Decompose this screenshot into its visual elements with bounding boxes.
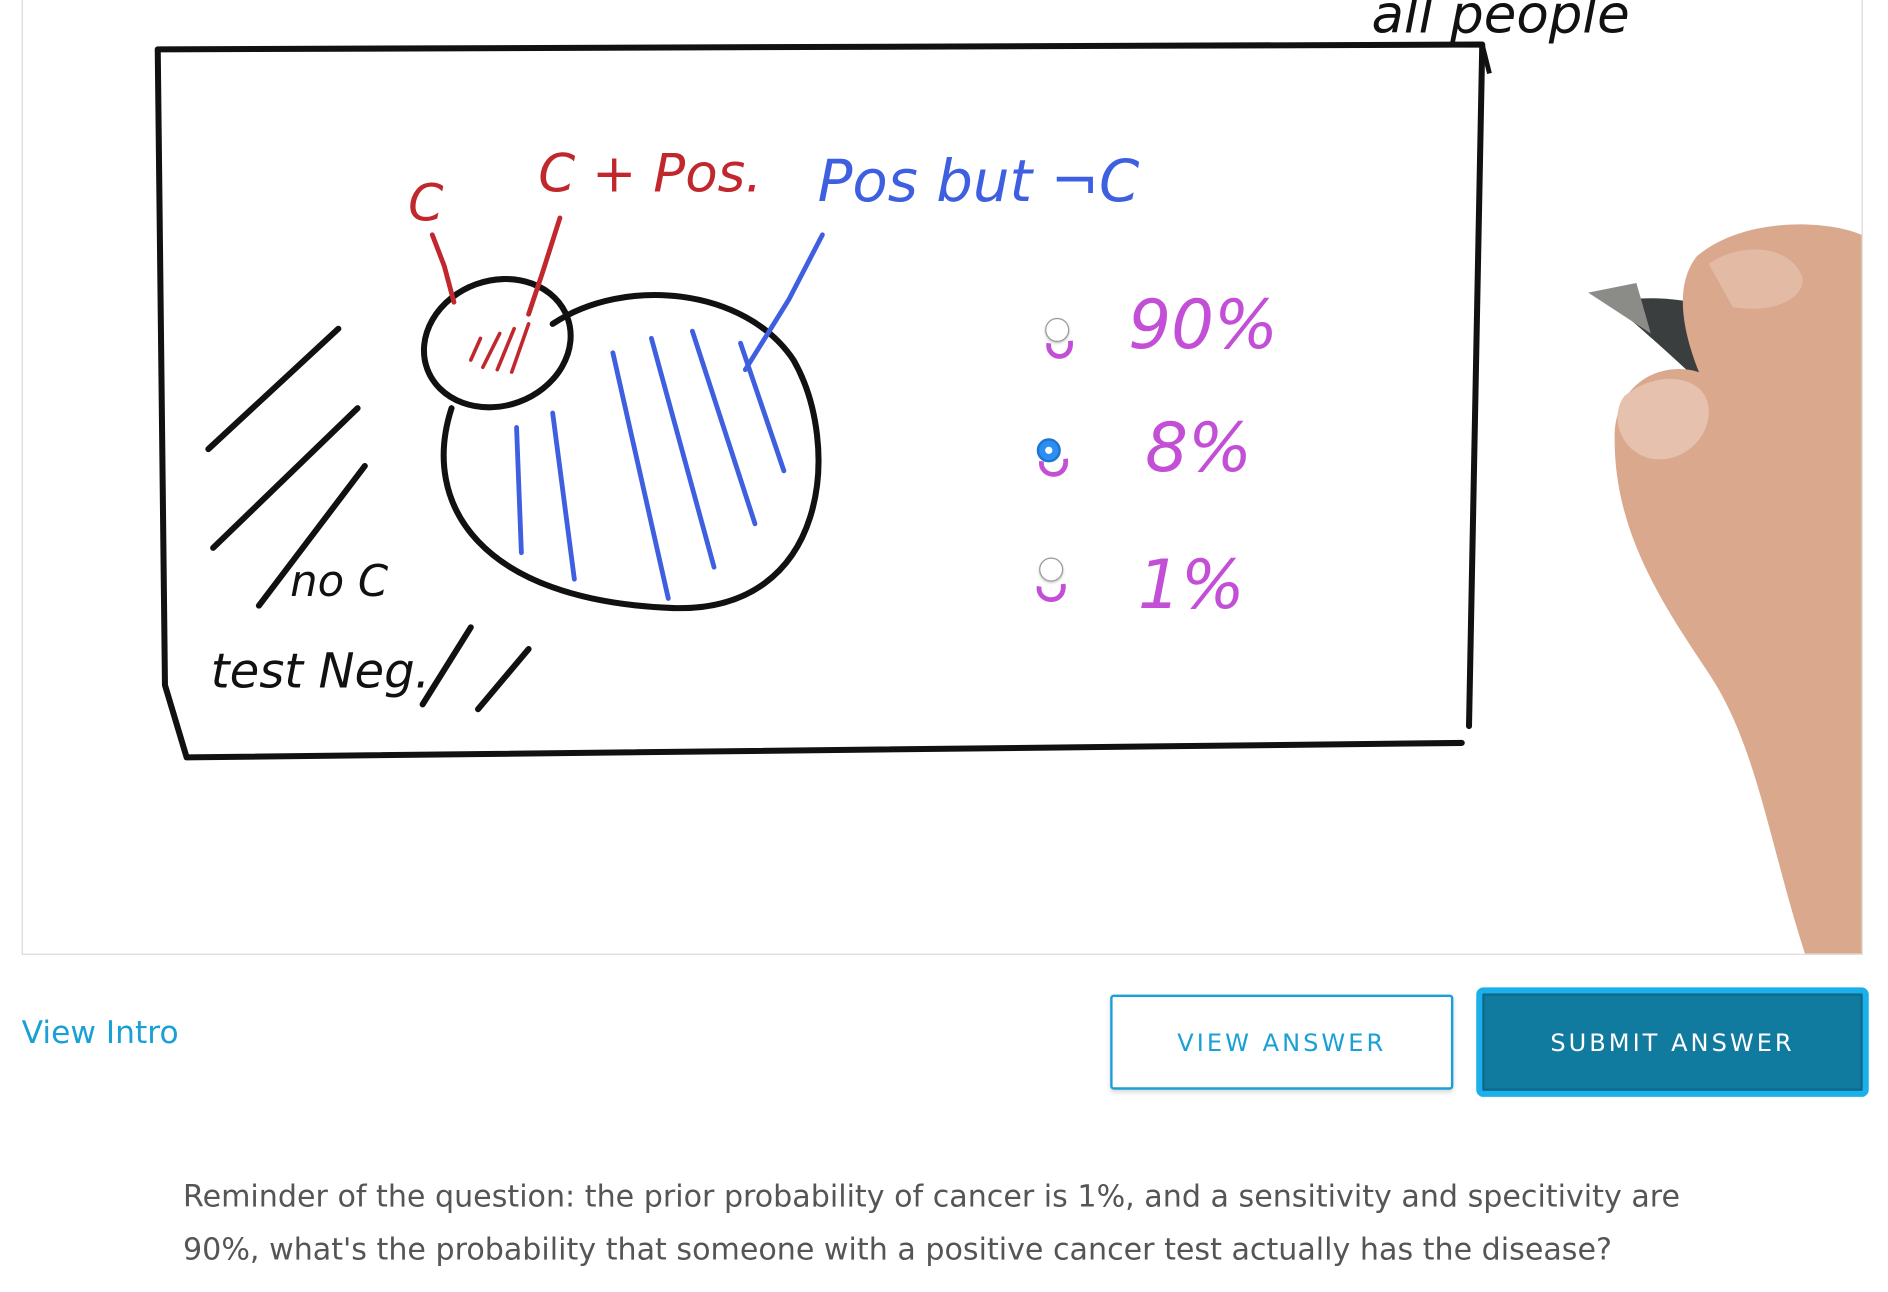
label-test-neg: test Neg. [211,644,430,700]
submit-answer-button[interactable]: SUBMIT ANSWER [1476,987,1869,1097]
presenter-hand [1588,224,1862,954]
option-label-8: 8% [1145,408,1252,487]
cancer-positive-hatching [468,322,531,374]
quiz-option-1-radio[interactable] [1039,557,1064,582]
quiz-option-90-radio[interactable] [1045,317,1070,342]
submit-answer-label: SUBMIT ANSWER [1550,1027,1795,1057]
label-pos-not-c: Pos but ¬C [818,147,1140,215]
label-no-c: no C [290,557,389,607]
whiteboard-drawing: all people no C test Neg. [154,0,1862,954]
quiz-video-frame[interactable]: all people no C test Neg. [21,0,1863,955]
view-answer-label: VIEW ANSWER [1177,1027,1387,1057]
label-all-people: all people [1371,0,1629,46]
option-label-90: 90% [1128,285,1278,364]
label-c: C [408,173,444,232]
quiz-option-8-radio[interactable] [1036,438,1061,463]
question-reminder: Reminder of the question: the prior prob… [183,1178,1681,1267]
view-answer-button[interactable]: VIEW ANSWER [1110,994,1454,1090]
no-cancer-hatching [205,325,532,713]
label-c-pos: C + Pos. [538,143,762,204]
option-label-1: 1% [1138,545,1245,624]
view-intro-link[interactable]: View Intro [21,1015,179,1052]
